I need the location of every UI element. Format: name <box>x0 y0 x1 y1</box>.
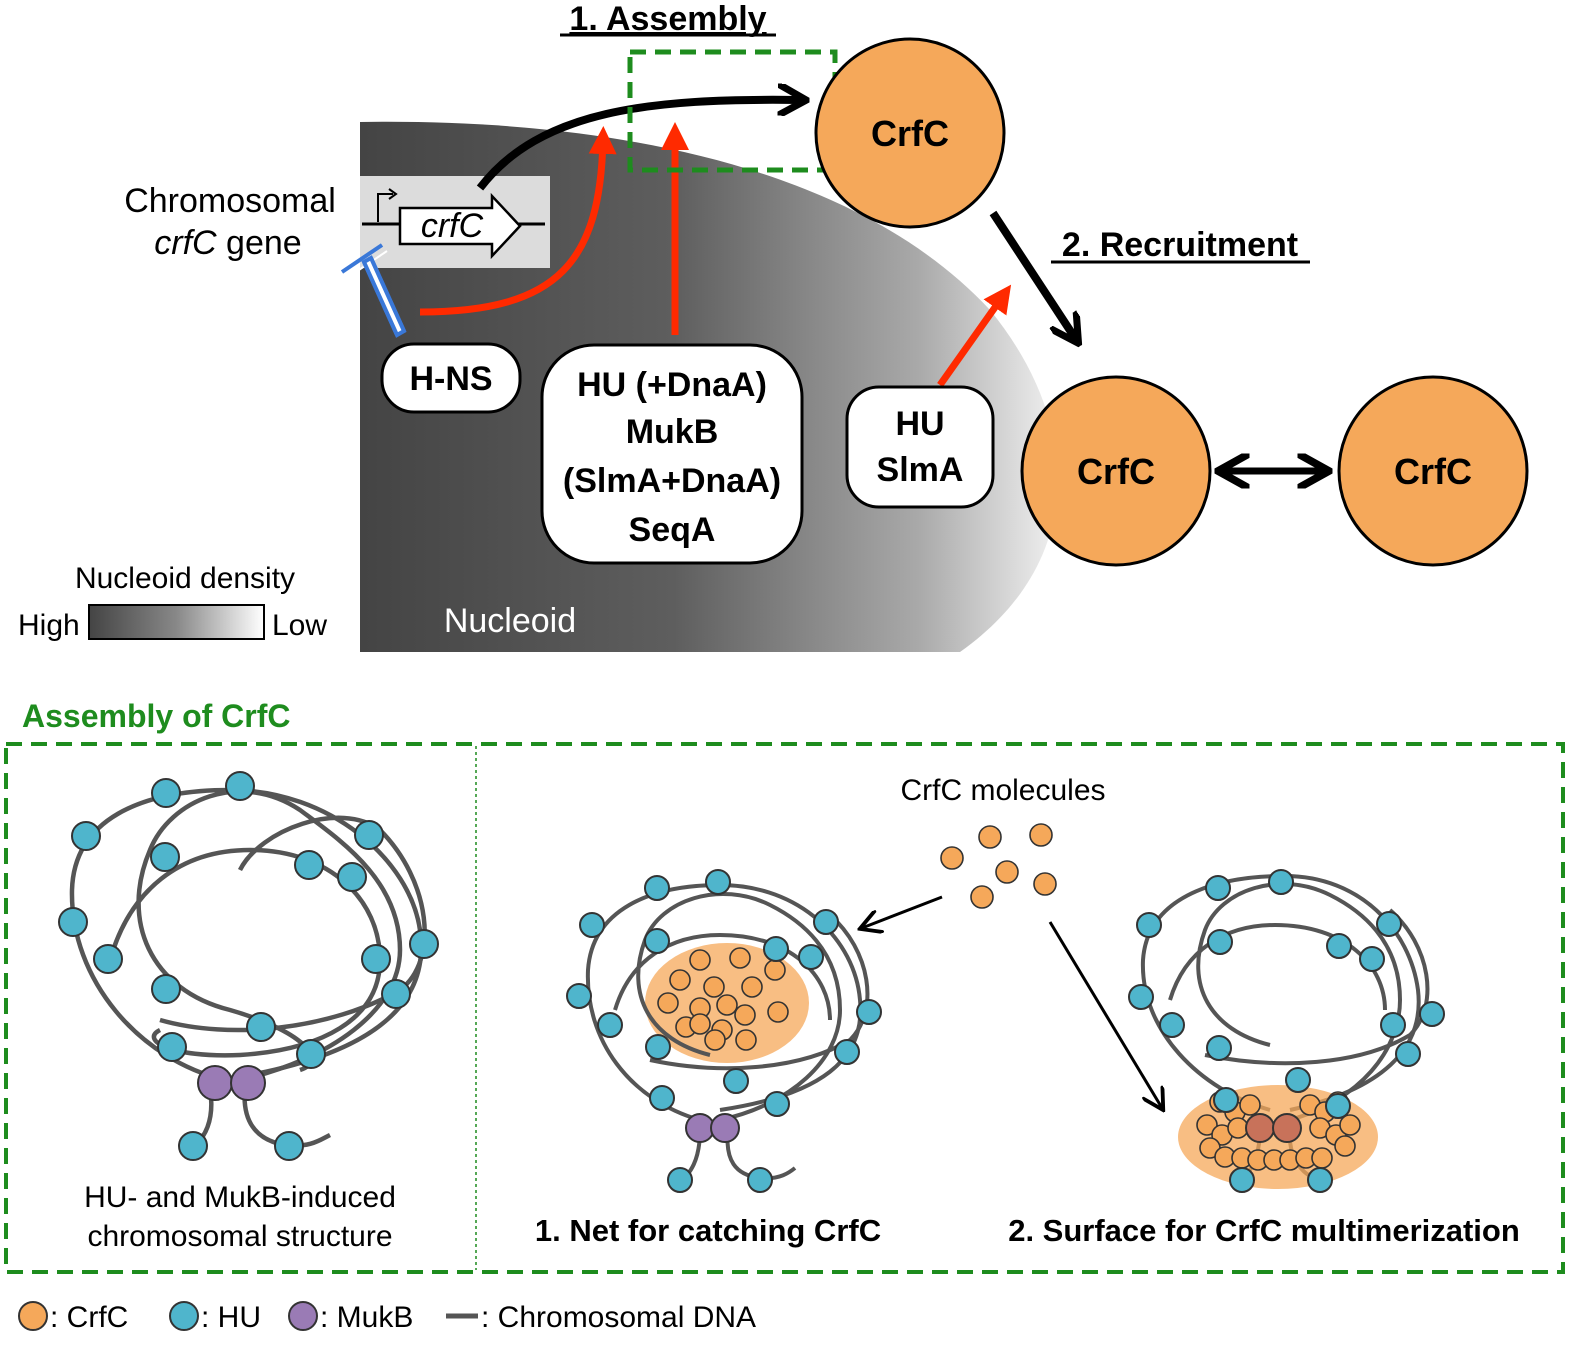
recruitment-title: 2. Recruitment <box>1062 226 1298 264</box>
nucleoid-label: Nucleoid <box>444 602 576 640</box>
assembly-factor-1: HU (+DnaA) <box>577 366 767 404</box>
assembly-flow-arrow <box>476 100 800 191</box>
legend-mukb-label: : MukB <box>320 1301 413 1334</box>
gene-label-line2: crfC gene <box>154 224 301 262</box>
assembly-factor-2: MukB <box>626 413 719 451</box>
promoter-arrow-icon <box>377 193 393 222</box>
net-chromosome-structure <box>566 869 882 1193</box>
recruit-factor-2: SlmA <box>877 451 964 489</box>
gene-label-line1: Chromosomal <box>124 182 336 220</box>
gene-label-rest: gene <box>217 224 302 262</box>
molecules-label: CrfC molecules <box>900 774 1105 807</box>
assembly-factors-box <box>540 343 804 565</box>
assembly-factor-4: SeqA <box>629 511 716 549</box>
left-chromosome-structure <box>58 771 439 1161</box>
assembly-factor-3: (SlmA+DnaA) <box>563 462 781 500</box>
gene-box-text: crfC <box>421 207 484 245</box>
left-caption-line2: chromosomal structure <box>87 1220 392 1253</box>
surface-caption: 2. Surface for CrfC multimerization <box>1008 1213 1520 1248</box>
legend: : CrfC : HU : MukB : Chromosomal DNA <box>18 1301 756 1334</box>
density-title: Nucleoid density <box>75 562 295 595</box>
gene-activation-arrow <box>419 126 617 316</box>
legend-crfc-label: : CrfC <box>50 1301 128 1334</box>
density-gradient-bar <box>88 604 265 640</box>
promoter-arrowhead <box>388 188 398 200</box>
net-arrow <box>862 895 943 928</box>
gene-arrow-shape <box>398 192 522 260</box>
assembly-title: 1. Assembly <box>569 0 766 38</box>
crfc-dot-icon <box>18 1301 48 1331</box>
density-high-label: High <box>18 609 80 642</box>
gene-label-italic: crfC <box>154 224 217 262</box>
recruit-factors-box <box>845 385 995 509</box>
legend-hu-label: : HU <box>201 1301 261 1334</box>
crfc-circle-right <box>1337 375 1529 567</box>
density-low-label: Low <box>272 609 327 642</box>
net-caption: 1. Net for catching CrfC <box>535 1213 881 1248</box>
hns-label: H-NS <box>409 360 492 398</box>
recruitment-arrow <box>989 210 1075 338</box>
hns-repression-icon <box>340 243 407 338</box>
recruit-factor-1: HU <box>895 405 944 443</box>
recruit-activation-arrow <box>937 284 1012 388</box>
crfc-label-middle: CrfC <box>1077 451 1155 492</box>
surface-chromosome-structure <box>1128 869 1445 1193</box>
hu-dot-icon <box>169 1301 199 1331</box>
crfc-circle-top <box>814 37 1006 229</box>
mukb-dot-icon <box>288 1301 318 1331</box>
assembly-section-title: Assembly of CrfC <box>22 698 291 734</box>
hns-box <box>380 342 522 414</box>
crfc-circle-middle <box>1020 375 1212 567</box>
surface-arrow <box>1048 921 1162 1108</box>
free-crfc-molecules <box>940 823 1057 909</box>
assembly-section-frame <box>4 742 1565 1274</box>
crfc-label-top: CrfC <box>871 113 949 154</box>
crfc-label-right: CrfC <box>1394 451 1472 492</box>
left-caption-line1: HU- and MukB-induced <box>84 1181 396 1214</box>
legend-dna-label: : Chromosomal DNA <box>481 1301 756 1334</box>
